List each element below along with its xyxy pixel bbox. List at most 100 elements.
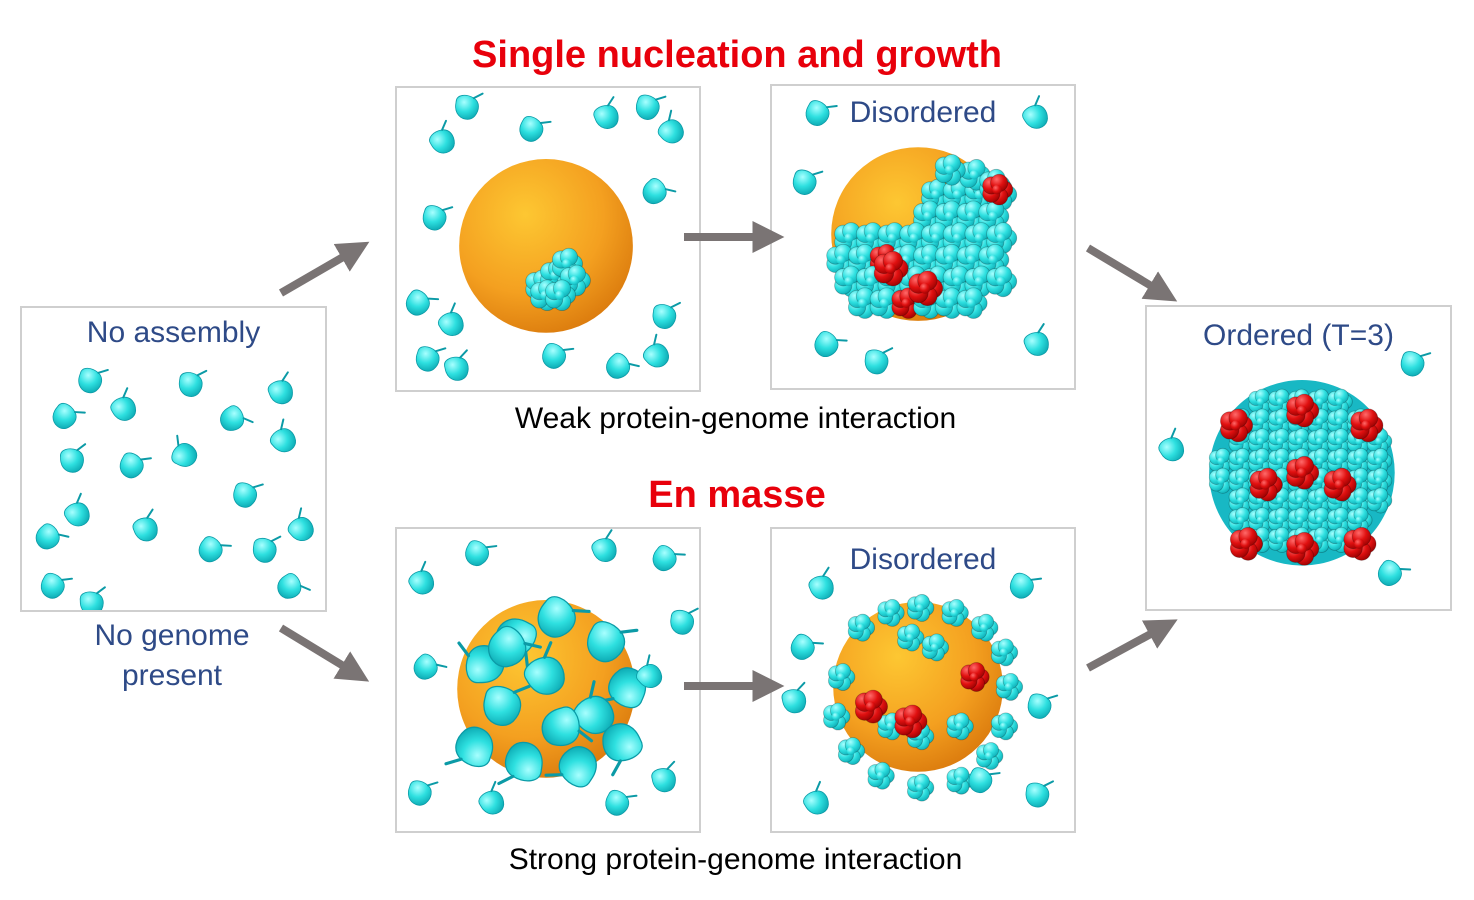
protein-subunit — [1009, 572, 1043, 599]
protein-subunit — [814, 331, 848, 358]
ordered-capsid-illustration — [1158, 351, 1432, 586]
protein-subunit — [542, 343, 575, 369]
caption-strong-interaction: Strong protein-genome interaction — [508, 843, 963, 876]
hexamer — [986, 265, 1018, 298]
hexamer — [907, 773, 935, 802]
hexamer — [956, 287, 988, 319]
top-disordered-illustration — [792, 95, 1049, 375]
protein-subunit — [792, 169, 824, 195]
hexamer — [1347, 507, 1373, 534]
protein-subunit — [40, 572, 73, 599]
panel-label-no-assembly: No assembly — [86, 316, 261, 349]
protein-subunit — [444, 726, 494, 768]
protein-subunit — [233, 482, 264, 508]
pentamer — [854, 689, 888, 724]
capsomer — [545, 279, 577, 312]
hexamer — [921, 633, 950, 662]
hexamer — [990, 638, 1019, 667]
protein-subunit — [651, 760, 676, 793]
hexamer — [877, 598, 905, 627]
nucleation-illustration — [405, 92, 684, 381]
hexamer — [990, 712, 1019, 741]
hexamer — [1366, 487, 1393, 514]
protein-subunit — [642, 178, 677, 205]
side-label-line-1: No genome — [94, 619, 250, 652]
protein-subunit — [1025, 780, 1055, 808]
protein-subunit — [605, 789, 638, 816]
hexamer — [897, 623, 925, 652]
protein-subunit — [78, 367, 109, 394]
protein-subunit — [1377, 559, 1412, 586]
protein-subunit — [277, 573, 311, 599]
protein-subunit — [537, 596, 591, 638]
protein-subunit — [541, 706, 594, 747]
protein-subunit — [408, 560, 435, 595]
protein-subunit — [1158, 427, 1185, 462]
protein-subunit — [415, 346, 447, 372]
protein-subunit — [602, 723, 643, 777]
protein-subunit — [572, 680, 615, 735]
protein-subunit — [220, 405, 254, 431]
hexamer — [907, 594, 935, 622]
hexamer — [934, 154, 966, 186]
panel-bottom-en-masse — [395, 527, 701, 833]
pentamer — [1249, 467, 1283, 502]
protein-subunit — [1027, 693, 1059, 719]
protein-subunit — [670, 607, 699, 635]
pentamer — [1220, 408, 1254, 443]
panel-top-disordered: Disordered — [770, 84, 1076, 390]
pentamer — [1323, 467, 1357, 502]
protein-subunit — [652, 301, 681, 329]
protein-subunit — [483, 684, 531, 726]
hexamer — [942, 178, 974, 211]
pentamer — [908, 270, 944, 307]
genome-sphere — [459, 159, 633, 333]
panel-label-ordered: Ordered (T=3) — [1203, 319, 1394, 352]
pentamer — [1286, 531, 1320, 566]
pentamer — [873, 250, 909, 287]
protein-subunit — [636, 654, 663, 688]
arrow-top-to-ordered — [1085, 244, 1178, 302]
protein-subunit — [60, 443, 87, 473]
caption-weak-interaction: Weak protein-genome interaction — [514, 402, 957, 435]
arrow-bottom-to-ordered — [1086, 619, 1178, 672]
hexamer — [941, 598, 969, 627]
hexamer — [867, 761, 895, 790]
protein-subunit — [652, 545, 686, 572]
hexamer — [964, 222, 996, 254]
hexamer — [837, 737, 866, 765]
protein-subunit — [593, 96, 619, 129]
panel-no-assembly: No assembly — [20, 306, 327, 612]
protein-subunit — [407, 780, 439, 806]
protein-subunit — [864, 347, 894, 375]
panel-top-nucleation — [395, 86, 701, 392]
pentamer — [1286, 393, 1320, 428]
bottom-disordered-illustration — [781, 566, 1059, 815]
hexamer — [978, 243, 1010, 276]
protein-subunit — [465, 540, 498, 566]
protein-subunit — [635, 94, 667, 120]
protein-subunit — [488, 625, 542, 668]
arrow-start-to-top — [278, 241, 370, 297]
protein-subunit — [429, 119, 455, 154]
protein-subunit — [519, 116, 552, 142]
protein-subunit — [171, 434, 198, 467]
panel-bottom-disordered: Disordered — [770, 527, 1076, 833]
protein-subunit — [643, 333, 669, 368]
hexamer — [847, 287, 879, 319]
protein-subunit — [455, 92, 484, 120]
protein-subunit — [591, 529, 617, 562]
hexamer — [946, 712, 974, 741]
protein-subunit — [198, 536, 232, 563]
hexamer — [1248, 507, 1274, 534]
protein-subunit — [805, 100, 838, 126]
pentamer — [1286, 455, 1320, 490]
protein-subunit — [438, 302, 464, 336]
protein-subunit — [267, 371, 293, 405]
hexamer — [995, 672, 1024, 701]
protein-subunit — [1022, 95, 1048, 129]
protein-subunit — [405, 289, 440, 316]
protein-subunit — [544, 746, 597, 788]
panel-label-bottom-disordered: Disordered — [849, 543, 997, 576]
protein-subunit — [178, 369, 208, 397]
